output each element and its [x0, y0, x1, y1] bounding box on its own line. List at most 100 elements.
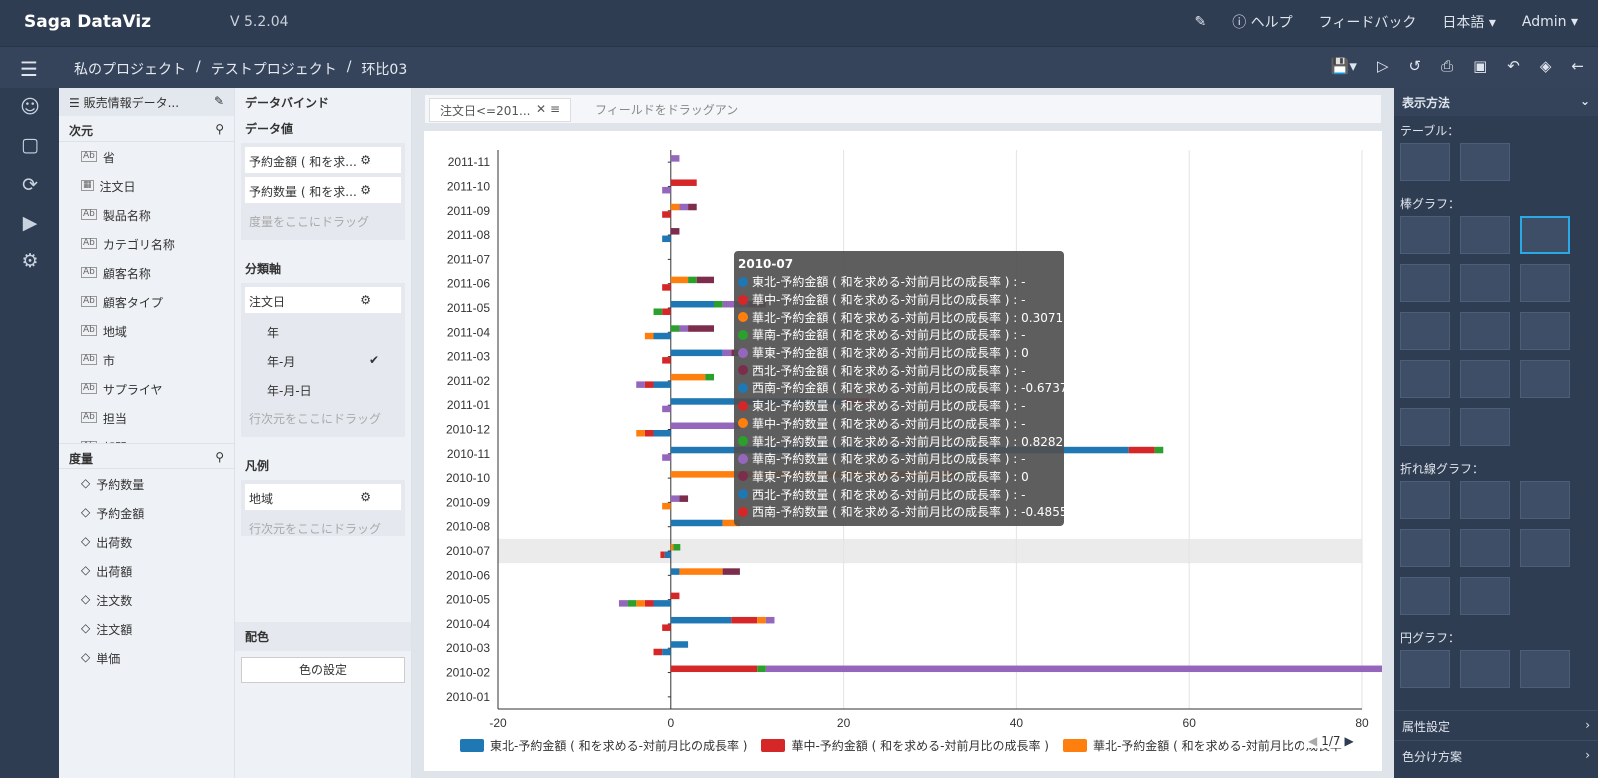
grouped-column-chart-icon[interactable] — [1460, 216, 1510, 254]
axis-option[interactable]: 年 — [245, 317, 401, 346]
color-settings-button[interactable]: 色の設定 — [241, 657, 405, 683]
filter-dropzone[interactable]: フィールドをドラッグアン — [595, 103, 739, 117]
feedback-link[interactable]: フィードバック — [1318, 15, 1417, 31]
pie-chart-icon[interactable] — [1400, 650, 1450, 688]
legend-dropzone[interactable]: 地域⚙ 行次元をここにドラッグ — [241, 480, 405, 536]
scatter-line-chart-icon[interactable] — [1460, 577, 1510, 615]
close-icon[interactable]: ✕ — [536, 102, 547, 116]
play-circle-icon[interactable]: ▶ — [22, 212, 38, 234]
values-dropzone[interactable]: 予約金額 ( 和を求...⚙ 予約数量 ( 和を求...⚙ 度量をここにドラッグ — [241, 143, 405, 240]
axis-field[interactable]: 注文日⚙ — [245, 287, 401, 313]
gear-icon[interactable]: ⚙ — [360, 153, 371, 167]
value-field[interactable]: 予約数量 ( 和を求...⚙ — [245, 177, 401, 203]
measure-item[interactable]: ◇単価 — [59, 643, 234, 672]
dataset-name[interactable]: ☰ 販売情報データ... — [69, 94, 179, 110]
search-icon[interactable]: ⚲ — [215, 450, 224, 464]
legend-item[interactable]: 華北-予約金額 ( 和を求める-対前月比の成長率 — [1062, 737, 1342, 754]
crosstab-chart-icon[interactable] — [1460, 143, 1510, 181]
monitor-icon[interactable]: ▢ — [21, 134, 39, 156]
axis-option-selected[interactable]: 年-月✔ — [245, 346, 401, 375]
horizontal-bar-chart-icon[interactable] — [1520, 216, 1570, 254]
step-line-chart-icon[interactable] — [1520, 481, 1570, 519]
measure-item[interactable]: ◇注文額 — [59, 614, 234, 643]
help-link[interactable]: ⓘ ヘルプ — [1232, 12, 1292, 32]
tag-icon[interactable]: ◈ — [1539, 57, 1552, 75]
user-menu[interactable]: Admin ▾ — [1522, 14, 1578, 30]
table-chart-icon[interactable] — [1400, 143, 1450, 181]
bar-segment — [670, 592, 680, 600]
gear-icon[interactable]: ⚙ — [360, 490, 371, 504]
measure-item[interactable]: ◇予約金額 — [59, 498, 234, 527]
axis-option[interactable]: 年-月-日 — [245, 375, 401, 404]
edit-icon[interactable]: ✎ — [1194, 14, 1207, 30]
gear-icon[interactable]: ⚙ — [360, 183, 371, 197]
attribute-settings[interactable]: 属性設定› — [1394, 710, 1598, 740]
stacked-grouped-chart-icon[interactable] — [1460, 264, 1510, 302]
prev-page-icon[interactable]: ◀ — [1308, 734, 1318, 748]
breadcrumb-item[interactable]: 私のプロジェクト — [74, 62, 186, 78]
sync-icon[interactable]: ⟳ — [22, 174, 38, 196]
user-icon[interactable]: ☺ — [20, 96, 40, 118]
next-page-icon[interactable]: ▶ — [1344, 734, 1354, 748]
menu-icon[interactable]: ☰ — [20, 57, 38, 81]
combo-bar-chart-icon[interactable] — [1460, 408, 1510, 446]
gear-icon[interactable]: ⚙ — [360, 293, 371, 307]
percent-grouped-chart-icon[interactable] — [1460, 312, 1510, 350]
line-chart-icon[interactable] — [1400, 481, 1450, 519]
color-scheme[interactable]: 色分け方案› — [1394, 740, 1598, 770]
measure-item[interactable]: ◇予約数量 — [59, 469, 234, 498]
image-icon[interactable]: ▣ — [1473, 57, 1488, 75]
donut-chart-icon[interactable] — [1520, 650, 1570, 688]
multi-line-chart-icon[interactable] — [1460, 481, 1510, 519]
undo-icon[interactable]: ↶ — [1507, 57, 1520, 75]
edit-dataset-icon[interactable]: ✎ — [213, 94, 224, 108]
dimension-item[interactable]: ▦注文日 — [59, 171, 234, 200]
dimension-item[interactable]: Ab部門 — [59, 432, 234, 443]
legend-item[interactable]: 東北-予約金額 ( 和を求める-対前月比の成長率 ) — [460, 737, 747, 754]
percent-column-chart-icon[interactable] — [1400, 312, 1450, 350]
stacked-area-chart-icon[interactable] — [1460, 529, 1510, 567]
search-icon[interactable]: ⚲ — [215, 122, 224, 136]
polar-bar-chart-icon[interactable] — [1400, 408, 1450, 446]
app-logo[interactable]: Saga DataViz — [24, 12, 152, 32]
cylinder-chart-icon[interactable] — [1460, 360, 1510, 398]
back-arrow-icon[interactable]: ← — [1571, 57, 1584, 75]
percent-bar-chart-icon[interactable] — [1520, 312, 1570, 350]
3d-column-chart-icon[interactable] — [1400, 360, 1450, 398]
area-chart-icon[interactable] — [1400, 529, 1450, 567]
stacked-bar-chart-icon[interactable] — [1520, 264, 1570, 302]
column-chart-icon[interactable] — [1400, 216, 1450, 254]
radial-bar-chart-icon[interactable] — [1520, 360, 1570, 398]
display-method-header[interactable]: 表示方法⌄ — [1394, 88, 1598, 116]
measure-item[interactable]: ◇注文数 — [59, 585, 234, 614]
settings-icon[interactable]: ⚙ — [21, 250, 39, 272]
filter-chip[interactable]: 注文日<=201... ✕ ≡ — [429, 98, 571, 122]
save-icon[interactable]: 💾▾ — [1330, 57, 1357, 75]
stacked-column-chart-icon[interactable] — [1400, 264, 1450, 302]
step-area-chart-icon[interactable] — [1520, 529, 1570, 567]
measure-item[interactable]: ◇出荷数 — [59, 527, 234, 556]
list-icon[interactable]: ≡ — [549, 102, 560, 116]
measure-item[interactable]: ◇出荷額 — [59, 556, 234, 585]
legend-field[interactable]: 地域⚙ — [245, 484, 401, 510]
history-icon[interactable]: ↺ — [1408, 57, 1422, 75]
axis-dropzone[interactable]: 注文日⚙ 年 年-月✔ 年-月-日 行次元をここにドラッグ — [241, 283, 405, 437]
breadcrumb-item[interactable]: テストプロジェクト — [210, 62, 337, 78]
value-field[interactable]: 予約金額 ( 和を求...⚙ — [245, 147, 401, 173]
curve-chart-icon[interactable] — [1400, 577, 1450, 615]
print-icon[interactable]: ⎙ — [1441, 57, 1454, 75]
legend-item[interactable]: 華中-予約金額 ( 和を求める-対前月比の成長率 ) — [761, 737, 1049, 754]
language-select[interactable]: 日本語 ▾ — [1442, 12, 1495, 32]
run-icon[interactable]: ▷ — [1376, 57, 1389, 75]
rose-chart-icon[interactable] — [1460, 650, 1510, 688]
